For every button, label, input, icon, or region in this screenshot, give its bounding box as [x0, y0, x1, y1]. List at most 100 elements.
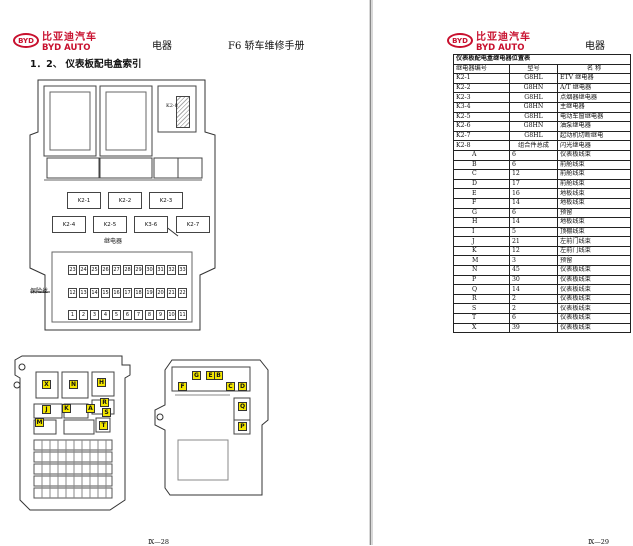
- fuse-slot: 27: [112, 265, 121, 275]
- fuse-slot: 7: [134, 310, 143, 320]
- table-cell: C: [453, 169, 510, 180]
- table-cell: N: [453, 265, 510, 276]
- table-cell: I: [453, 226, 510, 238]
- relay-label-k2-8: K2-8: [166, 103, 178, 109]
- table-cell: G8HL: [509, 73, 558, 84]
- table-cell: 21: [509, 236, 558, 247]
- connector-d-label: D: [238, 382, 247, 391]
- fuse-slot: 8: [145, 310, 154, 320]
- fuse-slot: 5: [112, 310, 121, 320]
- table-cell: 左前门线束: [556, 245, 632, 257]
- table-cell: 16: [509, 188, 558, 199]
- relay-k2-3: K2-3: [149, 192, 183, 209]
- table-cell: 仪表板线束: [556, 322, 632, 334]
- table-cell: J: [453, 236, 510, 247]
- column-header: 型号: [509, 63, 558, 75]
- table-cell: 5: [509, 226, 558, 238]
- table-cell: G: [453, 207, 510, 219]
- connector-h-label: H: [97, 378, 106, 387]
- table-cell: 14: [509, 284, 558, 295]
- byd-logo: BYD 比亚迪汽车 BYD AUTO: [13, 33, 97, 53]
- table-cell: 仪表板线束: [556, 274, 632, 286]
- table-cell: 2: [509, 293, 558, 305]
- header-category: 电器: [152, 41, 172, 52]
- fuse-slot: 17: [123, 288, 132, 298]
- relay-k2-2: K2-2: [108, 192, 142, 209]
- connector-f-label: F: [178, 382, 187, 391]
- brand-name-en-right: BYD AUTO: [476, 43, 525, 53]
- table-cell: 前舱线束: [556, 159, 632, 171]
- table-cell: K2-3: [453, 92, 510, 103]
- connector-m-label: M: [35, 418, 44, 427]
- table-cell: B: [453, 159, 510, 171]
- table-cell: ETV 继电器: [556, 73, 632, 84]
- table-cell: 2: [509, 303, 558, 315]
- table-cell: E: [453, 188, 510, 199]
- fuse-slot: 1: [68, 310, 77, 320]
- table-cell: 45: [509, 265, 558, 276]
- table-cell: 仪表板线束: [556, 303, 632, 315]
- table-title-row: 仪表板配电盒继电器位置表: [452, 54, 632, 65]
- table-header-row: 继电器编号型号名 称: [453, 63, 632, 75]
- table-cell: 12: [509, 169, 558, 180]
- brand-name-en: BYD AUTO: [42, 43, 91, 53]
- fuse-slot: 18: [134, 288, 143, 298]
- table-cell: K2-5: [453, 111, 510, 123]
- table-cell: 预留: [556, 207, 632, 219]
- fuse-slot: 26: [101, 265, 110, 275]
- fuse-slot: 21: [167, 288, 176, 298]
- table-cell: 主继电器: [556, 101, 632, 113]
- relay-k3-6: K3-6: [134, 216, 168, 233]
- table-cell: 闪光继电器: [556, 140, 632, 151]
- connector-b-label: B: [214, 371, 223, 380]
- table-cell: G8HN: [509, 121, 558, 132]
- table-cell: G8HL: [509, 130, 558, 142]
- table-cell: 前舱线束: [556, 178, 632, 190]
- table-cell: S: [453, 303, 510, 315]
- table-cell: 油泵继电器: [556, 121, 632, 132]
- table-cell: G8HN: [509, 82, 558, 94]
- relay-k2-1: K2-1: [67, 192, 101, 209]
- table-cell: D: [453, 178, 510, 190]
- table-cell: 6: [509, 149, 558, 161]
- table-cell: G8HL: [509, 92, 558, 103]
- table-cell: K2-7: [453, 130, 510, 142]
- table-cell: K3-4: [453, 101, 510, 113]
- table-cell: 6: [509, 313, 558, 324]
- fuse-slot: 10: [167, 310, 176, 320]
- fuse-slot: 11: [178, 310, 187, 320]
- byd-oval-icon: BYD: [13, 33, 39, 48]
- table-cell: 14: [509, 217, 558, 228]
- connector-n-label: N: [69, 380, 78, 389]
- table-cell: A/T 继电器: [556, 82, 632, 94]
- connector-k-label: K: [62, 404, 71, 413]
- table-cell: 仪表板线束: [556, 313, 632, 324]
- table-cell: 39: [509, 322, 558, 334]
- table-cell: K2-8: [453, 140, 510, 151]
- table-cell: 前舱线束: [556, 169, 632, 180]
- k2-8-relay-hatch: [176, 96, 190, 128]
- table-cell: 14: [509, 197, 558, 209]
- table-cell: 地板线束: [556, 188, 632, 199]
- fuse-slot: 30: [145, 265, 154, 275]
- table-cell: K2-1: [453, 73, 510, 84]
- fuse-slot: 3: [90, 310, 99, 320]
- brand-name-cn-right: 比亚迪汽车: [476, 32, 531, 43]
- connector-g-label: G: [192, 371, 201, 380]
